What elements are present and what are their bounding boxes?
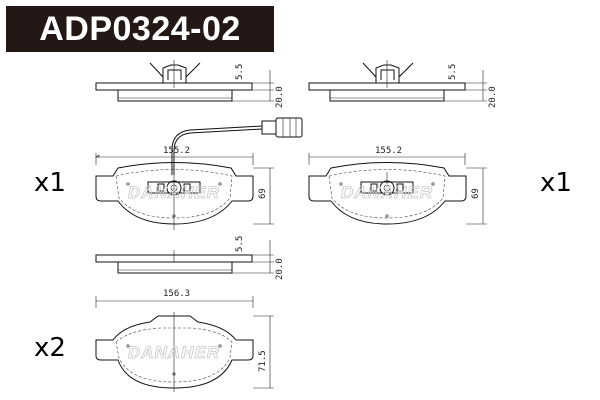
side-view-right: 5.5 20.0 bbox=[308, 60, 498, 108]
watermark-b: DANAHER bbox=[341, 183, 433, 202]
watermark-a: DANAHER bbox=[128, 183, 220, 202]
quantity-pad-bottom: x2 bbox=[34, 333, 66, 363]
quantity-pad-right: x1 bbox=[540, 168, 572, 198]
side-view-left: 5.5 20.0 bbox=[95, 60, 285, 108]
thickness-total-label-a: 20.0 bbox=[275, 86, 285, 108]
quantity-pad-left: x1 bbox=[34, 168, 66, 198]
thickness-backplate-label-c: 5.5 bbox=[235, 236, 245, 252]
pad-a-height-label: 69 bbox=[258, 188, 268, 199]
thickness-backplate-label-b: 5.5 bbox=[448, 64, 458, 80]
part-number-badge: ADP0324-02 bbox=[6, 6, 274, 52]
pad-b-height-label: 69 bbox=[471, 188, 481, 199]
pad-front-view-a: 155.2 DANAHER 69 bbox=[95, 146, 274, 230]
thickness-total-label-c: 20.0 bbox=[275, 258, 285, 280]
part-number: ADP0324-02 bbox=[39, 9, 241, 48]
pad-front-view-c: 156.3 DANAHER 71.5 bbox=[95, 289, 274, 392]
side-view-plain: 5.5 20.0 bbox=[95, 236, 285, 280]
wear-sensor-wire bbox=[171, 117, 303, 175]
watermark-c: DANAHER bbox=[128, 343, 220, 362]
pad-b-width-label: 155.2 bbox=[375, 146, 402, 156]
pad-c-height-label: 71.5 bbox=[258, 350, 268, 372]
pad-c-width-label: 156.3 bbox=[163, 289, 190, 299]
pad-front-view-b: 155.2 DANAHER 69 bbox=[308, 146, 487, 225]
thickness-total-label-b: 20.0 bbox=[488, 86, 498, 108]
thickness-backplate-label-a: 5.5 bbox=[235, 64, 245, 80]
pad-a-width-label: 155.2 bbox=[163, 146, 190, 156]
